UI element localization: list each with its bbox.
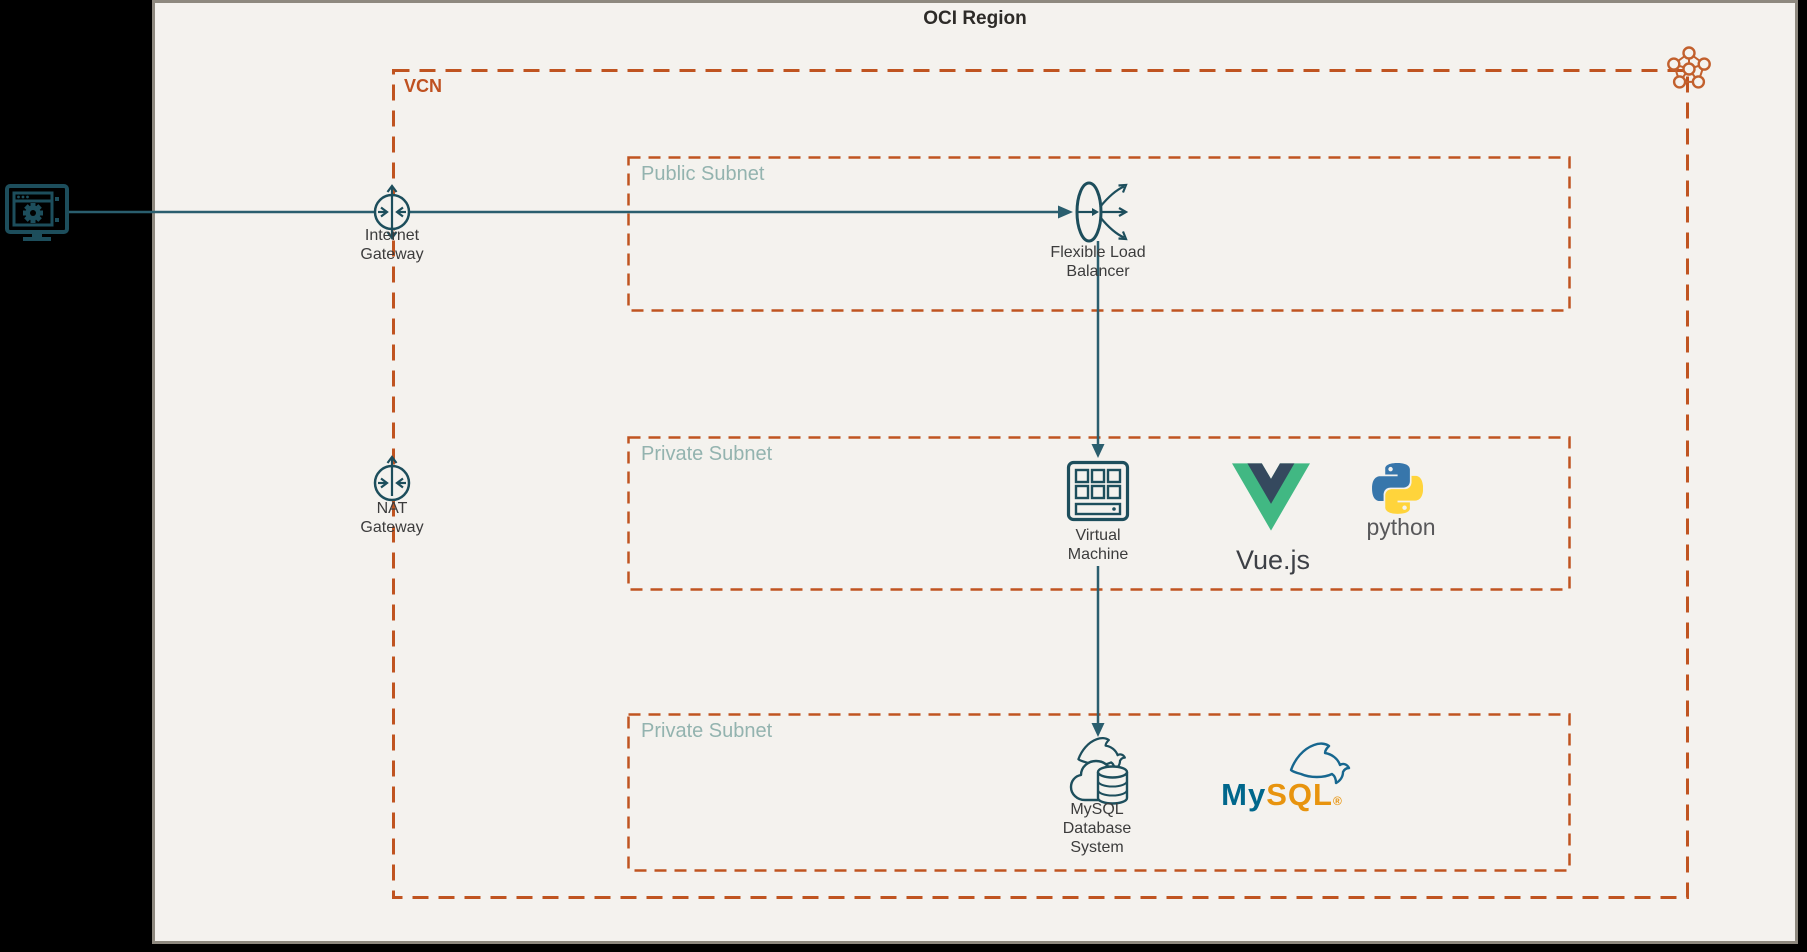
vcn-network-icon <box>1667 46 1711 89</box>
vcn-box <box>392 69 1689 899</box>
arrowhead-into-lb <box>1058 205 1073 219</box>
private-subnet-app-label: Private Subnet <box>641 443 773 465</box>
connectors <box>67 210 1100 724</box>
load-balancer-label: Flexible Load Balancer <box>1050 244 1146 280</box>
arrowhead-into-db <box>1091 723 1105 737</box>
mysql-wordmark: MySQL® <box>1221 777 1343 813</box>
registered-mark: ® <box>1332 794 1343 808</box>
python-caption: python <box>1366 514 1436 540</box>
nat-gateway-label: NAT Gateway <box>360 500 424 536</box>
mysql-wordmark-sql: SQL <box>1266 777 1333 812</box>
nat-gateway-icon <box>373 455 411 502</box>
region-title: OCI Region <box>923 8 1027 29</box>
browser-monitor-icon <box>5 184 69 241</box>
vcn-label: VCN <box>404 76 443 96</box>
private-subnet-db-label: Private Subnet <box>641 720 773 742</box>
load-balancer-icon <box>1075 181 1129 243</box>
public-subnet-label: Public Subnet <box>641 163 765 185</box>
internet-gateway-icon <box>373 184 411 240</box>
arrowheads <box>1058 205 1105 737</box>
vuejs-caption: Vue.js <box>1235 545 1311 575</box>
mysql-database-icon <box>1069 736 1129 805</box>
internet-gateway-label: Internet Gateway <box>360 227 424 263</box>
python-logo <box>1372 463 1423 514</box>
vuejs-logo <box>1232 463 1310 531</box>
virtual-machine-label: Virtual Machine <box>1067 527 1129 563</box>
mysql-db-system-label: MySQL Database System <box>1062 801 1132 856</box>
mysql-wordmark-my: My <box>1221 777 1267 812</box>
virtual-machine-icon <box>1066 460 1130 522</box>
arrowhead-into-vm <box>1091 444 1105 458</box>
